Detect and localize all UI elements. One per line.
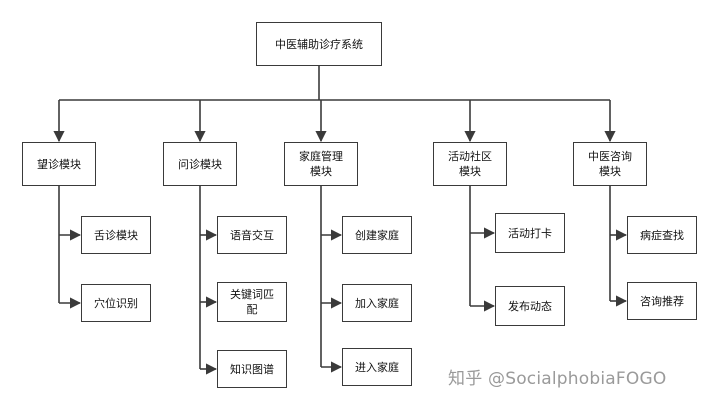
leaf-checkin: 活动打卡 <box>495 213 565 253</box>
leaf-xuewei: 穴位识别 <box>81 284 151 322</box>
watermark: 知乎 @SocialphobiaFOGO <box>448 369 667 389</box>
leaf-consult-recommend: 咨询推荐 <box>627 282 697 320</box>
module-community: 活动社区 模块 <box>433 142 507 186</box>
leaf-enter-family: 进入家庭 <box>342 348 412 386</box>
leaf-join-family: 加入家庭 <box>342 284 412 322</box>
module-family: 家庭管理 模块 <box>284 142 358 186</box>
leaf-symptom-search: 病症查找 <box>627 216 697 254</box>
root-node: 中医辅助诊疗系统 <box>256 22 382 66</box>
leaf-voice: 语音交互 <box>217 216 287 254</box>
leaf-shezhen: 舌诊模块 <box>81 216 151 254</box>
leaf-create-family: 创建家庭 <box>342 216 412 254</box>
leaf-keyword: 关键词匹 配 <box>217 282 287 322</box>
module-wangzhen: 望诊模块 <box>22 142 96 186</box>
leaf-post: 发布动态 <box>495 286 565 326</box>
module-consult: 中医咨询 模块 <box>573 142 647 186</box>
leaf-knowledge-graph: 知识图谱 <box>217 350 287 388</box>
module-wenzhen: 问诊模块 <box>163 142 237 186</box>
